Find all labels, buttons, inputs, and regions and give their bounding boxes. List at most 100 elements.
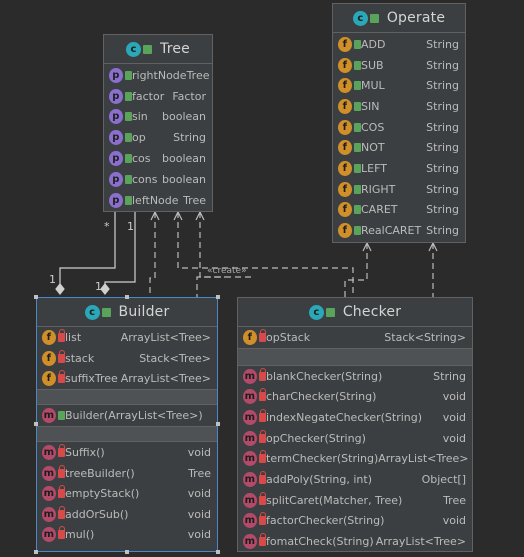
property-icon: p [109,151,123,167]
private-lock-icon [258,328,266,342]
builder-tree-composition-line-a [59,212,116,290]
public-icon [101,307,111,317]
static-field-type: String [426,224,459,238]
static-field-icon: f [338,57,352,73]
public-icon [369,13,379,23]
static-field-icon: f [338,119,352,135]
method-icon: m [42,444,56,460]
create-stereotype-label: «create» [207,266,247,276]
method-type: void [442,411,466,425]
checker-class-title: Checker [342,304,402,320]
method-name: factorChecker(String) [266,514,385,528]
checker-class-header[interactable]: c Checker [238,298,472,327]
static-field-type: String [426,203,459,217]
method-name: Suffix() [65,445,105,459]
property-type: boolean [162,152,206,166]
method-type: Tree [188,466,211,480]
method-type: String [433,369,466,383]
builder-tree-dependency-line [149,212,156,300]
static-field-icon: f [338,140,352,156]
static-field-icon: f [338,98,352,114]
private-lock-icon [258,450,266,464]
selection-handle[interactable] [216,295,220,299]
private-lock-icon [57,443,65,457]
static-field-name: LEFT [361,161,387,175]
method-icon: m [243,492,257,508]
builder-separator-2 [37,426,217,443]
tree-class-header[interactable]: c Tree [104,35,212,64]
builder-class-header[interactable]: c Builder [37,298,217,327]
property-name: cos [132,152,151,166]
constructor-name: Builder(ArrayList<Tree>) [65,409,203,423]
private-lock-icon [57,526,65,540]
selection-handle[interactable] [34,295,38,299]
property-icon: p [109,67,123,83]
static-field-name: MUL [361,79,385,93]
property-name: leftNode [132,193,179,207]
selection-handle[interactable] [125,295,129,299]
selection-handle[interactable] [125,550,129,554]
builder-constructor-row[interactable]: m Builder(ArrayList<Tree>) [37,405,217,426]
selection-handle[interactable] [34,550,38,554]
method-icon: m [243,430,257,446]
selection-handle[interactable] [34,422,38,426]
private-lock-icon [57,505,65,519]
field-icon: f [42,350,56,366]
operate-class-header[interactable]: c Operate [333,4,465,33]
method-name: opChecker(String) [266,431,366,445]
private-lock-icon [258,491,266,505]
method-type: ArrayList<Tree> [375,535,466,549]
selection-handle[interactable] [216,550,220,554]
selection-handle[interactable] [216,422,220,426]
multiplicity-star: * [104,220,110,233]
field-icon: f [42,371,56,387]
class-icon: c [308,304,324,320]
static-field-type: String [426,58,459,72]
static-field-icon: f [338,181,352,197]
method-icon: m [243,472,257,488]
method-icon: m [42,527,56,543]
public-icon [57,411,65,421]
